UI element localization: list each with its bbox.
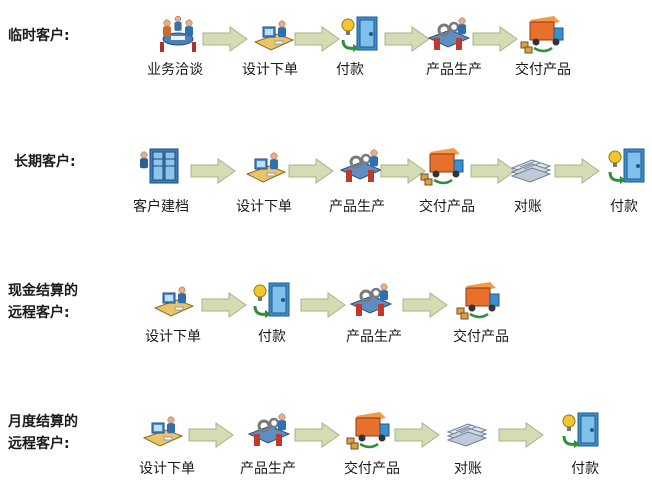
payment-safe-icon xyxy=(249,280,295,320)
step-label: 产品生产 xyxy=(240,461,296,477)
step-label: 产品生产 xyxy=(346,329,402,345)
production-icon xyxy=(338,146,384,186)
design-desk-icon xyxy=(140,410,186,450)
flow-arrow-icon xyxy=(288,158,334,184)
flow-arrow-icon xyxy=(554,158,600,184)
step-label: 交付产品 xyxy=(453,329,509,345)
production-icon xyxy=(348,280,394,320)
production-icon xyxy=(246,410,292,450)
step-label: 产品生产 xyxy=(329,199,385,215)
flow-arrow-icon xyxy=(472,26,518,52)
step-label: 交付产品 xyxy=(515,62,571,78)
payment-safe-icon xyxy=(604,146,650,186)
design-desk-icon xyxy=(151,280,197,320)
row-label-line: 现金结算的 xyxy=(8,283,78,299)
step-label: 对账 xyxy=(454,461,482,477)
design-desk-icon xyxy=(243,146,289,186)
production-icon xyxy=(426,14,472,54)
delivery-truck-icon xyxy=(420,146,466,186)
delivery-truck-icon xyxy=(520,14,566,54)
row-label-line: 长期客户: xyxy=(14,154,76,170)
step-label: 交付产品 xyxy=(344,461,400,477)
filing-cabinet-icon xyxy=(136,146,182,186)
delivery-truck-icon xyxy=(346,410,392,450)
step-label: 对账 xyxy=(514,199,542,215)
design-desk-icon xyxy=(251,14,297,54)
step-label: 业务洽谈 xyxy=(147,62,203,78)
step-label: 付款 xyxy=(336,62,364,78)
flow-arrow-icon xyxy=(294,26,340,52)
flow-arrow-icon xyxy=(384,26,430,52)
flow-arrow-icon xyxy=(294,422,340,448)
row-label: 临时客户: xyxy=(8,25,70,47)
row-label: 月度结算的远程客户: xyxy=(8,411,78,455)
step-label: 设计下单 xyxy=(145,329,201,345)
flow-arrow-icon xyxy=(498,422,544,448)
step-label: 付款 xyxy=(610,199,638,215)
delivery-truck-icon xyxy=(456,280,502,320)
row-label: 长期客户: xyxy=(14,151,76,173)
flow-arrow-icon xyxy=(470,158,516,184)
step-label: 付款 xyxy=(571,461,599,477)
flow-arrow-icon xyxy=(188,422,234,448)
step-label: 付款 xyxy=(258,329,286,345)
payment-safe-icon xyxy=(337,14,383,54)
row-label-line: 远程客户: xyxy=(8,305,70,321)
row-label-line: 临时客户: xyxy=(8,28,70,44)
flow-arrow-icon xyxy=(202,26,248,52)
step-label: 产品生产 xyxy=(426,62,482,78)
flow-arrow-icon xyxy=(402,292,448,318)
meeting-icon xyxy=(155,14,201,54)
step-label: 交付产品 xyxy=(419,199,475,215)
row-label-line: 月度结算的 xyxy=(8,414,78,430)
flow-arrow-icon xyxy=(300,292,346,318)
flow-arrow-icon xyxy=(190,158,236,184)
row-label-line: 远程客户: xyxy=(8,436,70,452)
row-label: 现金结算的远程客户: xyxy=(8,280,78,324)
flow-arrow-icon xyxy=(394,422,440,448)
flow-arrow-icon xyxy=(380,158,426,184)
documents-icon xyxy=(444,410,490,450)
step-label: 设计下单 xyxy=(236,199,292,215)
step-label: 设计下单 xyxy=(139,461,195,477)
documents-icon xyxy=(508,146,554,186)
step-label: 客户建档 xyxy=(133,199,189,215)
flow-arrow-icon xyxy=(201,292,247,318)
step-label: 设计下单 xyxy=(242,62,298,78)
payment-safe-icon xyxy=(558,410,604,450)
